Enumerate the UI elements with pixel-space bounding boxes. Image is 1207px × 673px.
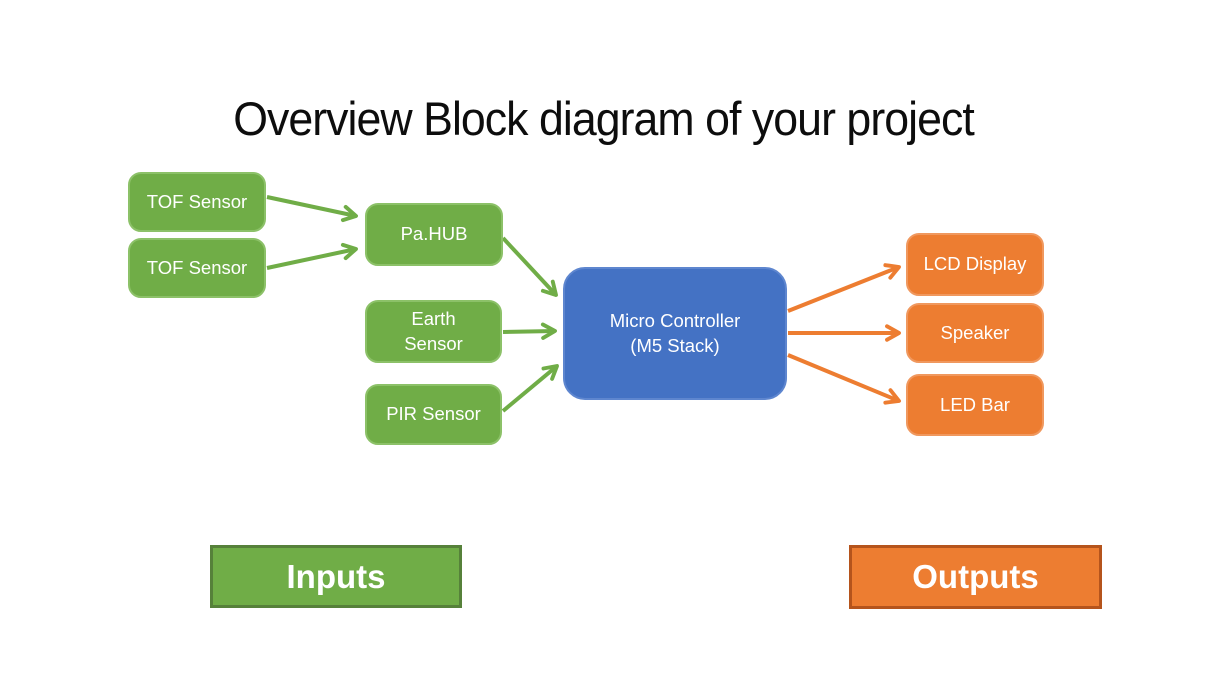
connector-tof2-to-pahub	[266, 242, 358, 270]
diagram-node-speaker: Speaker	[906, 303, 1044, 363]
page-title: Overview Block diagram of your project	[233, 92, 975, 146]
diagram-node-lcd-display: LCD Display	[906, 233, 1044, 296]
diagram-node-earth-sensor: Earth Sensor	[365, 300, 502, 363]
inputs-legend-banner: Inputs	[210, 545, 462, 608]
diagram-node-tof-sensor-1: TOF Sensor	[128, 172, 266, 232]
connector-mcu-to-lcd	[787, 263, 901, 313]
diagram-node-pir-sensor: PIR Sensor	[365, 384, 502, 445]
connector-pir-to-mcu	[501, 364, 559, 413]
connector-mcu-to-ledbar	[787, 353, 901, 405]
connector-tof1-to-pahub	[266, 195, 358, 223]
outputs-legend-banner: Outputs	[849, 545, 1102, 609]
diagram-node-pahub: Pa.HUB	[365, 203, 503, 266]
connector-earth-to-mcu	[502, 322, 557, 340]
diagram-node-tof-sensor-2: TOF Sensor	[128, 238, 266, 298]
diagram-node-micro-controller: Micro Controller (M5 Stack)	[563, 267, 787, 400]
diagram-node-led-bar: LED Bar	[906, 374, 1044, 436]
connector-pahub-to-mcu	[501, 236, 558, 297]
